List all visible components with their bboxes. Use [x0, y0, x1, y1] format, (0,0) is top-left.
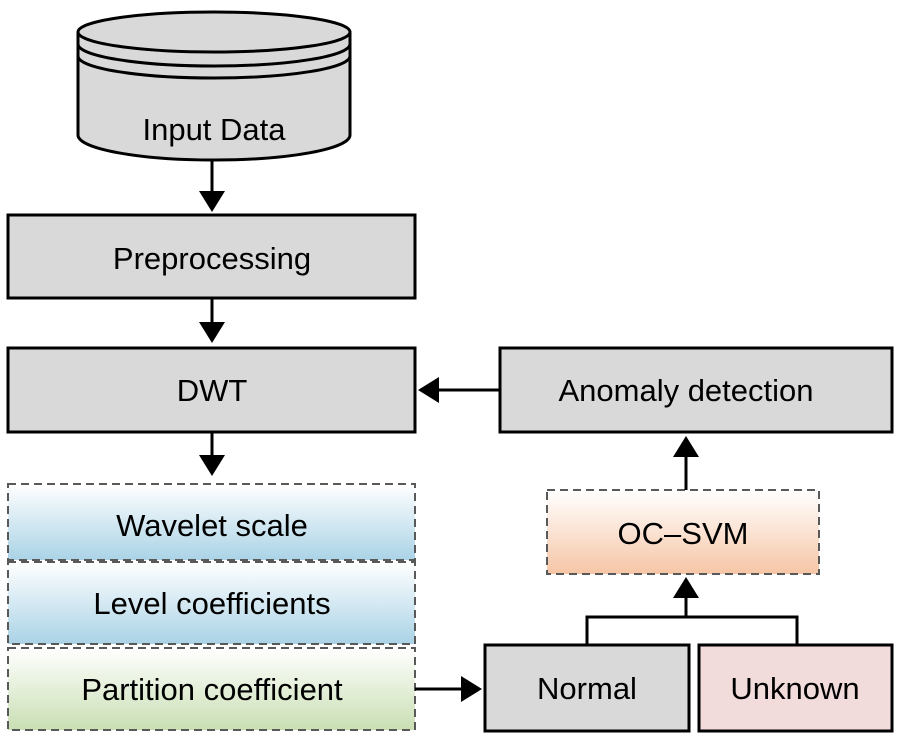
preprocessing-label: Preprocessing	[113, 241, 311, 276]
level-coefficients-node: Level coefficients	[7, 561, 416, 645]
arrow-dwt-to-coefficients	[199, 432, 225, 476]
partition-coefficient-label: Partition coefficient	[81, 672, 343, 707]
oc-svm-label: OC–SVM	[618, 516, 749, 551]
wavelet-scale-node: Wavelet scale	[7, 483, 416, 561]
input-data-node: Input Data	[76, 10, 352, 162]
normal-node: Normal	[483, 643, 691, 733]
level-coefficients-label: Level coefficients	[93, 586, 330, 621]
normal-label: Normal	[537, 671, 637, 706]
dwt-label: DWT	[177, 373, 248, 408]
preprocessing-node: Preprocessing	[6, 213, 417, 300]
anomaly-detection-node: Anomaly detection	[498, 346, 894, 434]
database-top-ellipse	[76, 10, 352, 54]
arrow-ocsvm-to-anomaly	[673, 436, 699, 490]
arrow-partition-to-normal	[415, 676, 482, 702]
arrow-input-to-preprocessing	[199, 160, 225, 212]
partition-coefficient-node: Partition coefficient	[7, 647, 416, 731]
database-ring-2	[76, 55, 352, 80]
unknown-label: Unknown	[730, 671, 859, 706]
connector-normal-unknown-to-ocsvm	[585, 577, 799, 645]
arrow-anomaly-to-dwt	[418, 377, 500, 403]
anomaly-detection-label: Anomaly detection	[558, 373, 813, 408]
database-ring-1	[76, 43, 352, 68]
unknown-node: Unknown	[697, 643, 894, 733]
oc-svm-node: OC–SVM	[546, 489, 820, 575]
arrow-preprocessing-to-dwt	[199, 298, 225, 343]
dwt-node: DWT	[6, 346, 417, 434]
wavelet-scale-label: Wavelet scale	[116, 508, 308, 543]
input-data-label: Input Data	[142, 112, 286, 147]
